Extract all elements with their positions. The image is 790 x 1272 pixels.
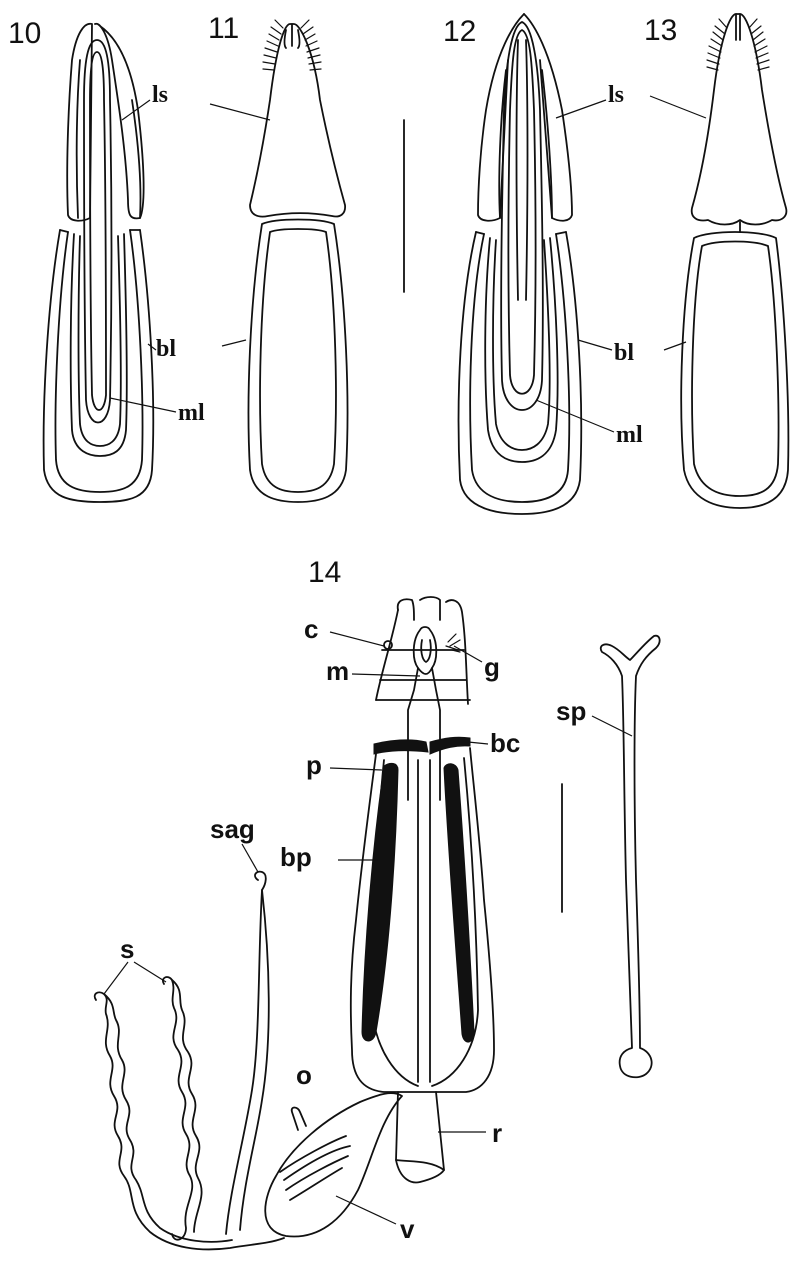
f14-vagina [265, 1093, 402, 1236]
f14-label-bp: bp [280, 842, 312, 872]
f11-basal-lobe [249, 220, 348, 503]
f14-label-o: o [296, 1060, 312, 1090]
figure-12: 12 ls bl ml [443, 14, 643, 514]
figure-10: 10 ls bl ml [8, 17, 205, 502]
f14-rectum [396, 1092, 444, 1182]
f14-label-m: m [326, 656, 349, 686]
f12-label-ml: ml [616, 422, 643, 448]
figure-14: 14 [95, 556, 521, 1249]
f12-label-bl: bl [614, 340, 634, 366]
f14-collar [374, 740, 428, 754]
figure-10-number: 10 [8, 17, 41, 50]
f14-label-v: v [400, 1214, 415, 1244]
figure-14-number: 14 [308, 556, 341, 589]
f14-s-right [163, 977, 192, 1240]
f11-ligula [250, 24, 345, 217]
f14-label-bc: bc [490, 728, 520, 758]
f14-spicule [601, 636, 660, 1078]
figure-13-number: 13 [644, 14, 677, 47]
f14-label-p: p [306, 750, 322, 780]
f14-label-sag: sag [210, 814, 255, 844]
f14-s-left [95, 992, 284, 1249]
f14-o [292, 1108, 306, 1131]
f10-label-ls: ls [152, 82, 168, 108]
f10-middle-lobe [84, 40, 112, 423]
f14-label-sp: sp [556, 696, 586, 726]
f14-label-g: g [484, 652, 500, 682]
figure-14-sp: sp [556, 636, 660, 1078]
f14-bp-right [444, 764, 474, 1042]
f14-label-s: s [120, 934, 134, 964]
f14-sag [226, 872, 266, 1234]
f13-ligula [692, 14, 787, 225]
f14-bp-left [362, 763, 398, 1041]
f12-label-ls: ls [608, 82, 624, 108]
f14-label-c: c [304, 614, 318, 644]
f14-label-r: r [492, 1118, 502, 1148]
figure-12-number: 12 [443, 15, 476, 48]
f10-label-ml: ml [178, 400, 205, 426]
figure-11: 11 [208, 12, 348, 502]
figure-11-number: 11 [208, 12, 239, 45]
f10-label-bl: bl [156, 336, 176, 362]
f10-basal-lobe-outer [44, 230, 154, 502]
f13-setae [707, 19, 769, 70]
figure-13: 13 [644, 14, 788, 508]
